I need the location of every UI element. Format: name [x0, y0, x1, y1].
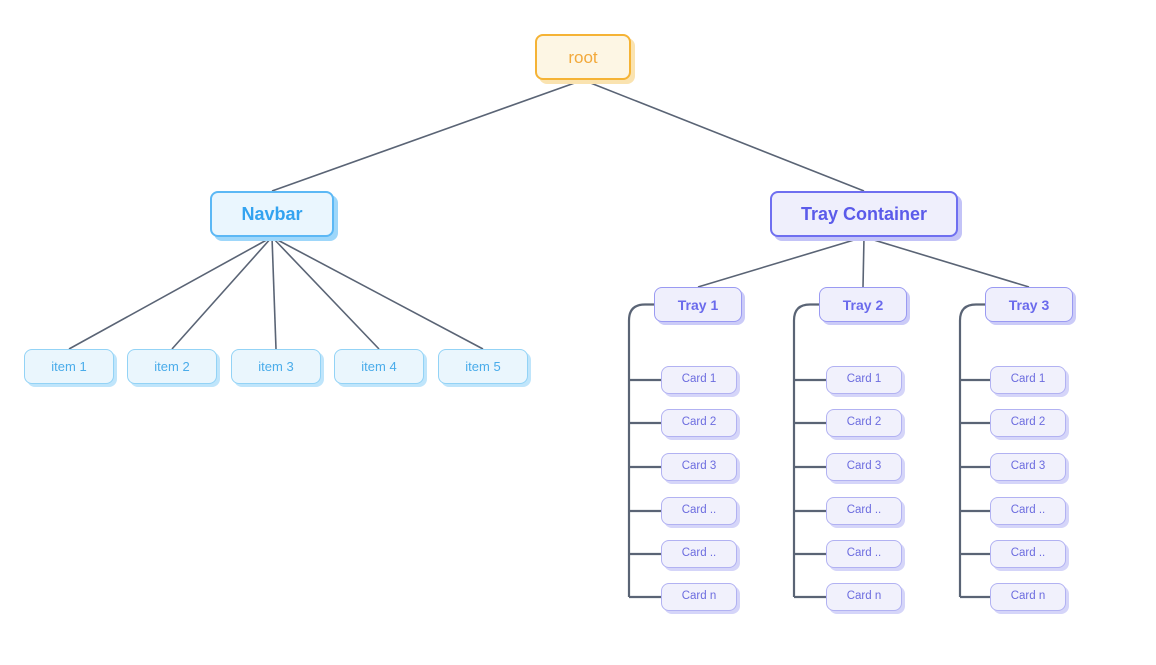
node-tray-3-card-3-label: Card 3: [1010, 460, 1046, 473]
node-tray-1-card-2[interactable]: Card 2: [661, 409, 737, 437]
node-tray-2-card-1-label: Card 1: [846, 373, 882, 386]
node-tray-2-card-5[interactable]: Card ..: [826, 540, 902, 568]
edge-navbar-to-item-5: [271, 236, 484, 350]
edge-tray-container-to-tray-3: [863, 236, 1030, 288]
node-tray-2-card-3-label: Card 3: [846, 460, 882, 473]
node-root-label: root: [568, 47, 598, 67]
edge-navbar-to-item-3: [271, 236, 277, 350]
node-item-5-label: item 5: [465, 359, 501, 374]
node-tray-3-card-4[interactable]: Card ..: [990, 497, 1066, 525]
node-tray-2[interactable]: Tray 2: [819, 287, 907, 322]
node-tray-2-card-4-label: Card ..: [846, 504, 882, 517]
node-tray-3-card-5[interactable]: Card ..: [990, 540, 1066, 568]
tray-1-trunk: [627, 303, 654, 597]
node-tray-2-card-6-label: Card n: [846, 590, 882, 603]
node-tray-3-card-5-label: Card ..: [1010, 547, 1046, 560]
node-tray-3-card-3[interactable]: Card 3: [990, 453, 1066, 481]
node-tray-2-card-6[interactable]: Card n: [826, 583, 902, 611]
node-tray-3-label: Tray 3: [1008, 296, 1050, 313]
edge-tray-container-to-tray-1: [697, 236, 865, 288]
node-tray-1-card-6[interactable]: Card n: [661, 583, 737, 611]
edge-navbar-to-item-4: [271, 236, 380, 350]
tray-3-trunk: [958, 303, 985, 597]
node-tray-2-card-3[interactable]: Card 3: [826, 453, 902, 481]
node-tray-1-card-4[interactable]: Card ..: [661, 497, 737, 525]
node-tray-1-label: Tray 1: [677, 296, 719, 313]
node-tray-3-card-2-label: Card 2: [1010, 416, 1046, 429]
node-item-5[interactable]: item 5: [438, 349, 528, 384]
node-item-4[interactable]: item 4: [334, 349, 424, 384]
edge-navbar-to-item-2: [171, 236, 273, 350]
node-tray-container[interactable]: Tray Container: [770, 191, 958, 237]
edge-tray-container-to-tray-2: [862, 236, 865, 288]
node-tray-3[interactable]: Tray 3: [985, 287, 1073, 322]
node-tray-1-card-5-label: Card ..: [681, 547, 717, 560]
edge-root-to-navbar: [271, 79, 584, 192]
edge-navbar-to-item-1: [68, 236, 273, 350]
node-tray-3-card-6-label: Card n: [1010, 590, 1046, 603]
node-item-3-label: item 3: [258, 359, 294, 374]
node-tray-1-card-2-label: Card 2: [681, 416, 717, 429]
node-item-4-label: item 4: [361, 359, 397, 374]
node-item-1-label: item 1: [51, 359, 87, 374]
node-tray-1-card-1-label: Card 1: [681, 373, 717, 386]
node-tray-2-card-5-label: Card ..: [846, 547, 882, 560]
node-tray-1[interactable]: Tray 1: [654, 287, 742, 322]
node-item-2[interactable]: item 2: [127, 349, 217, 384]
node-tray-2-card-1[interactable]: Card 1: [826, 366, 902, 394]
node-tray-1-card-1[interactable]: Card 1: [661, 366, 737, 394]
node-tray-2-card-4[interactable]: Card ..: [826, 497, 902, 525]
node-navbar-label: Navbar: [241, 204, 303, 224]
node-tray-3-card-1[interactable]: Card 1: [990, 366, 1066, 394]
node-tray-2-card-2[interactable]: Card 2: [826, 409, 902, 437]
node-tray-1-card-4-label: Card ..: [681, 504, 717, 517]
node-tray-2-label: Tray 2: [842, 296, 884, 313]
node-root[interactable]: root: [535, 34, 631, 80]
node-tray-1-card-3-label: Card 3: [681, 460, 717, 473]
node-tray-3-card-6[interactable]: Card n: [990, 583, 1066, 611]
node-tray-2-card-2-label: Card 2: [846, 416, 882, 429]
node-tray-3-card-4-label: Card ..: [1010, 504, 1046, 517]
node-tray-3-card-1-label: Card 1: [1010, 373, 1046, 386]
edge-root-to-tray-container: [582, 79, 865, 192]
node-tray-1-card-3[interactable]: Card 3: [661, 453, 737, 481]
tray-2-trunk: [792, 303, 819, 597]
node-tray-1-card-5[interactable]: Card ..: [661, 540, 737, 568]
node-item-2-label: item 2: [154, 359, 190, 374]
node-tray-container-label: Tray Container: [800, 204, 928, 224]
node-item-3[interactable]: item 3: [231, 349, 321, 384]
node-item-1[interactable]: item 1: [24, 349, 114, 384]
node-tray-1-card-6-label: Card n: [681, 590, 717, 603]
node-navbar[interactable]: Navbar: [210, 191, 334, 237]
node-tray-3-card-2[interactable]: Card 2: [990, 409, 1066, 437]
